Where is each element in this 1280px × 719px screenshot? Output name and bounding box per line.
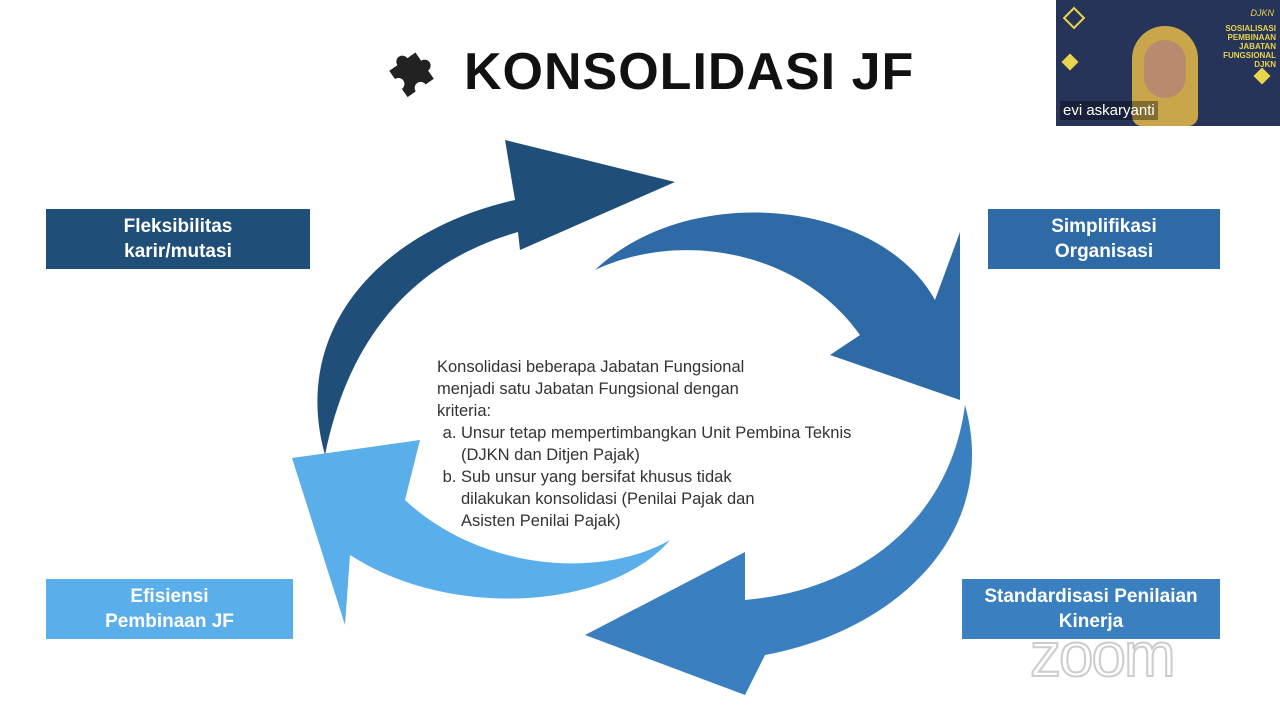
zoom-watermark: zoom [1029,620,1177,691]
arrow-light [292,440,670,625]
participant-video[interactable]: DJKN SOSIALISASI PEMBINAAN JABATAN FUNGS… [1056,0,1280,126]
participant-name: evi askaryanti [1060,101,1158,120]
arrow-dark [317,140,675,455]
box-label: Efisiensi Pembinaan JF [105,586,234,632]
slide-title: KONSOLIDASI JF [380,40,914,104]
center-text: Konsolidasi beberapa Jabatan Fungsional … [437,356,857,532]
background-diamond-icon [1061,53,1079,71]
arrow-mid [595,212,960,400]
box-label: Standardisasi Penilaian Kinerja [984,586,1198,632]
arrow-blue [585,405,973,695]
logo-text: DJKN [1250,8,1274,18]
criteria-item: Sub unsur yang bersifat khusus tidak dil… [461,466,791,532]
criteria-item: Unsur tetap mempertimbangkan Unit Pembin… [461,422,857,466]
title-text: KONSOLIDASI JF [464,43,915,101]
puzzle-icon [389,52,434,98]
background-diamond-icon [1253,67,1271,85]
background-diamond-icon [1062,6,1086,30]
center-intro: Konsolidasi beberapa Jabatan Fungsional … [437,358,745,420]
box-efisiensi: Efisiensi Pembinaan JF [46,579,293,639]
box-label: Simplifikasi Organisasi [1051,216,1157,262]
box-standardisasi: Standardisasi Penilaian Kinerja [962,579,1220,639]
box-simplifikasi: Simplifikasi Organisasi [988,209,1220,269]
box-fleksibilitas: Fleksibilitas karir/mutasi [46,209,310,269]
participant-face [1132,26,1198,126]
box-label: Fleksibilitas karir/mutasi [123,216,233,262]
background-text: SOSIALISASI PEMBINAAN JABATAN FUNGSIONAL… [1223,24,1276,69]
